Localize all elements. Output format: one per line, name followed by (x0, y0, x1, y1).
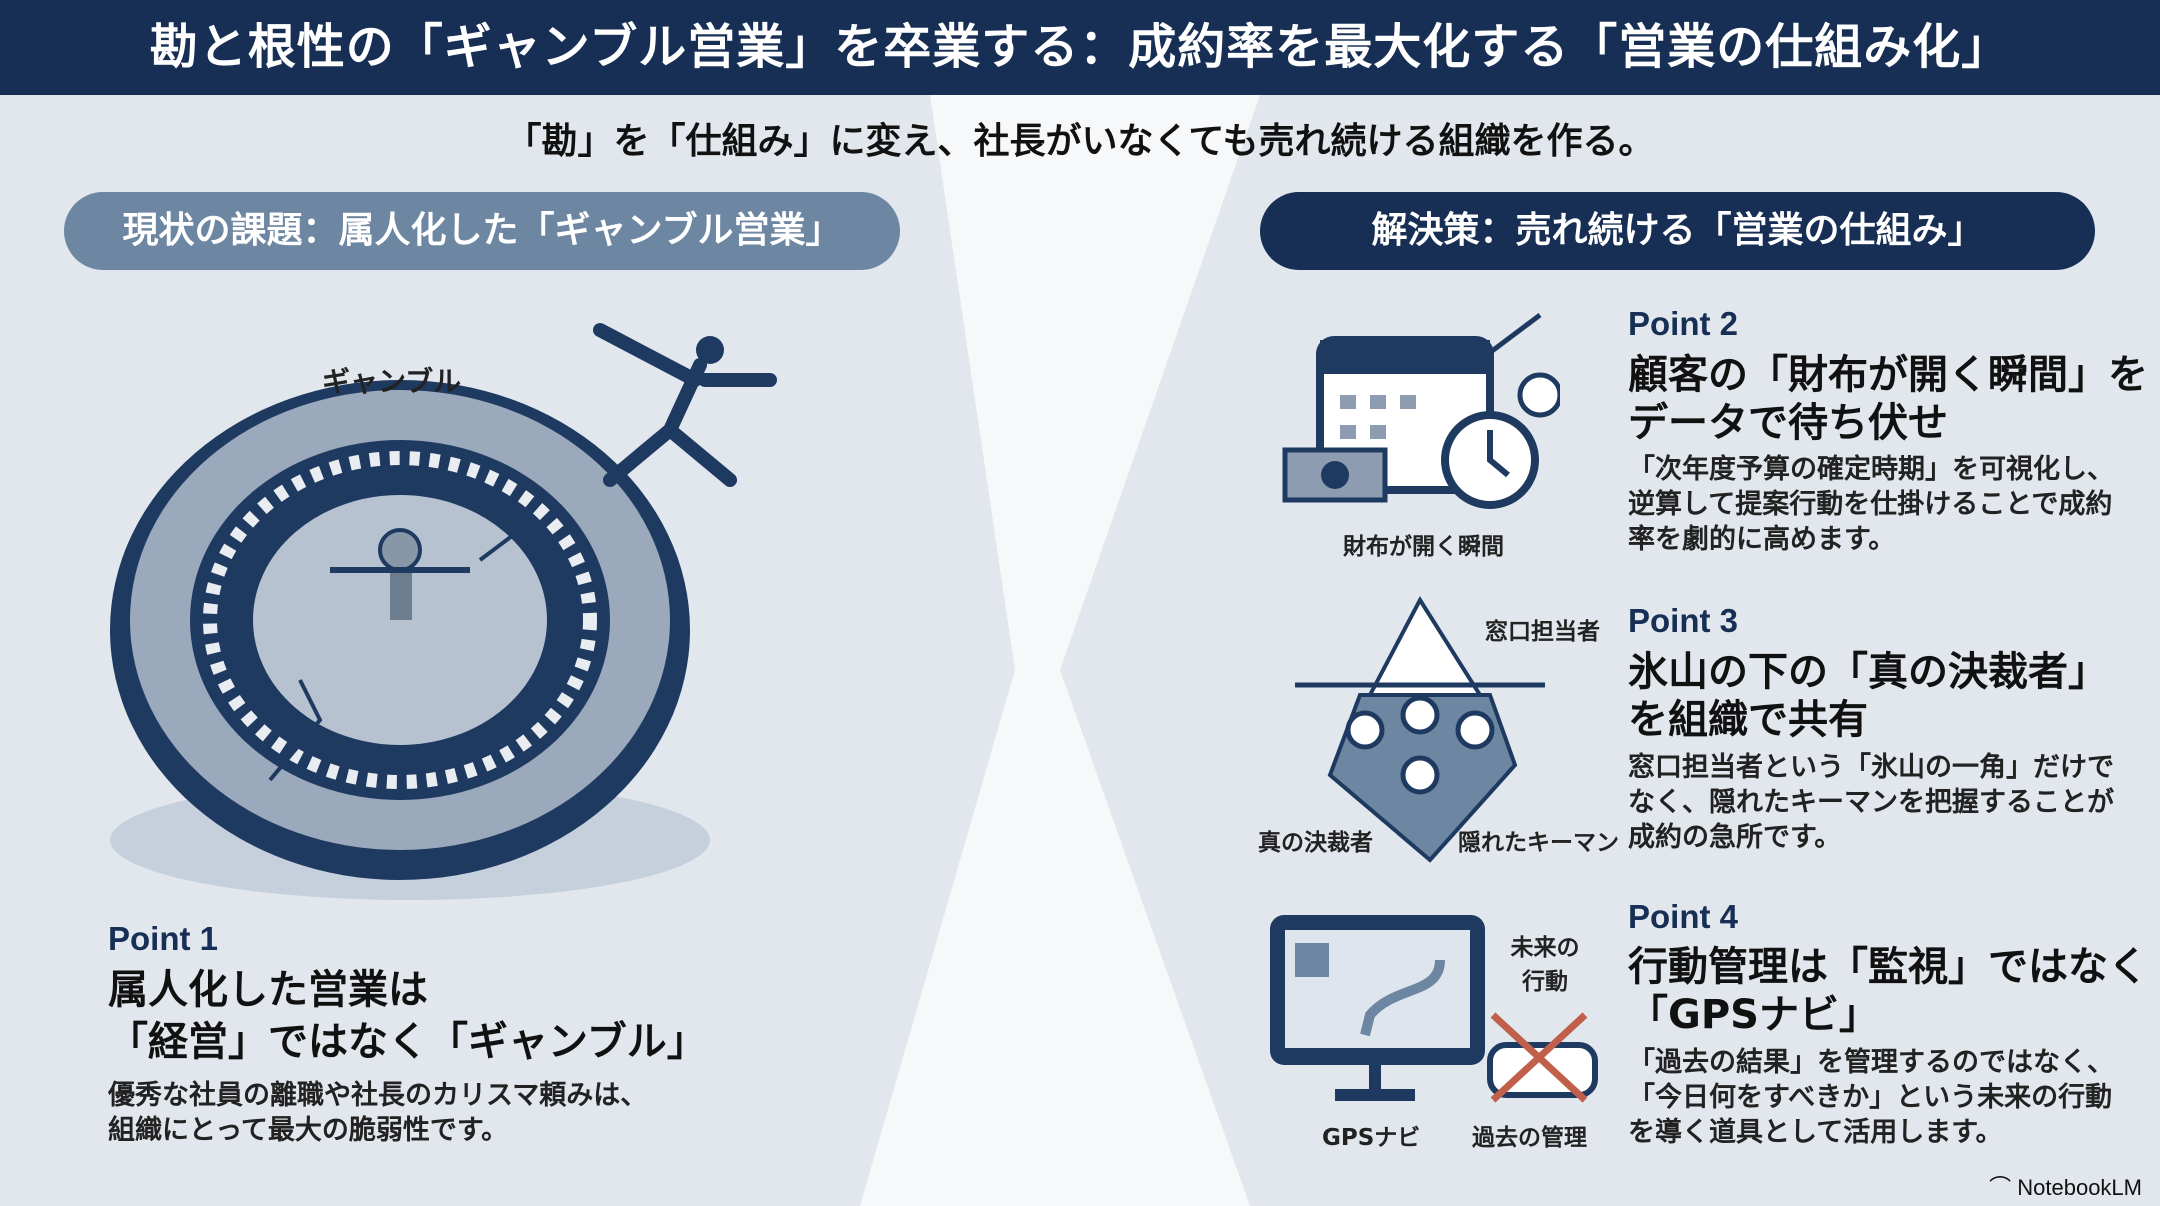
point-3-body-line3: 成約の急所です。 (1628, 822, 1842, 853)
point-1-body-line1: 優秀な社員の離職や社長のカリスマ頼みは、 (108, 1080, 648, 1111)
notebooklm-icon: ⌒ (1989, 1175, 2018, 1200)
point-1-body-line2: 組織にとって最大の脆弱性です。 (108, 1115, 509, 1146)
problem-header: 現状の課題：属人化した「ギャンブル営業」 (64, 192, 900, 270)
notebooklm-logo: ⌒ NotebookLM (1989, 1170, 2142, 1202)
past-management-label: 過去の管理 (1472, 1125, 1587, 1151)
point-3-body-line2: なく、隠れたキーマンを把握することが (1628, 787, 2114, 818)
point-1-heading-line1: 属人化した営業は (108, 967, 428, 1013)
future-action-line1: 未来の (1510, 935, 1580, 961)
future-action-line2: 行動 (1522, 969, 1568, 995)
future-action-label: 未来の行動 (1510, 928, 1580, 996)
page-title: 勘と根性の「ギャンブル営業」を卒業する：成約率を最大化する「営業の仕組み化」 (0, 0, 2160, 95)
point-2-body-line3: 率を劇的に高めます。 (1628, 524, 1896, 555)
point-2-body-line1: 「次年度予算の確定時期」を可視化し、 (1628, 454, 2114, 485)
point-3-label: Point 3 (1628, 602, 1739, 639)
wallet-moment-label: 財布が開く瞬間 (1343, 534, 1504, 560)
point-4-heading-line2: 「GPSナビ」 (1628, 992, 1879, 1038)
contact-person-label: 窓口担当者 (1485, 619, 1600, 645)
solution-header: 解決策：売れ続ける「営業の仕組み」 (1260, 192, 2095, 270)
point-2-heading-line2: データで待ち伏せ (1628, 400, 1948, 446)
iceberg-icon (1295, 596, 1545, 863)
calendar-clock-icon (1282, 313, 1560, 509)
brand-name: NotebookLM (2017, 1175, 2142, 1200)
point-2-heading-line1: 顧客の「財布が開く瞬間」を (1628, 352, 2148, 398)
point-4-label: Point 4 (1628, 898, 1739, 935)
page-subtitle: 「勘」を「仕組み」に変え、社長がいなくても売れ続ける組織を作る。 (505, 121, 1655, 162)
point-2-label: Point 2 (1628, 305, 1739, 342)
point-4-body-line2: 「今日何をすべきか」という未来の行動 (1628, 1082, 2113, 1113)
point-4-body-line1: 「過去の結果」を管理するのではなく、 (1628, 1047, 2114, 1078)
point-4-heading-line1: 行動管理は「監視」ではなく (1628, 944, 2148, 990)
gps-navi-label: GPSナビ (1322, 1125, 1421, 1151)
point-1-label: Point 1 (108, 920, 219, 957)
true-decision-maker-label: 真の決裁者 (1258, 830, 1373, 856)
point-3-heading-line1: 氷山の下の「真の決裁者」 (1628, 649, 2108, 695)
falling-man-icon (593, 323, 777, 487)
gamble-label: ギャンブル (322, 365, 462, 398)
point-2-body-line2: 逆算して提案行動を仕掛けることで成約 (1628, 489, 2113, 520)
point-1-heading-line2: 「経営」ではなく「ギャンブル」 (108, 1019, 707, 1065)
point-3-heading-line2: を組織で共有 (1628, 697, 1868, 743)
point-4-body-line3: を導く道具として活用します。 (1628, 1117, 2003, 1148)
gps-navigation-icon (1270, 915, 1598, 1103)
point-3-body-line1: 窓口担当者という「氷山の一角」だけで (1628, 752, 2114, 783)
hidden-keyman-label: 隠れたキーマン (1458, 830, 1619, 856)
roulette-illustration (110, 380, 710, 900)
